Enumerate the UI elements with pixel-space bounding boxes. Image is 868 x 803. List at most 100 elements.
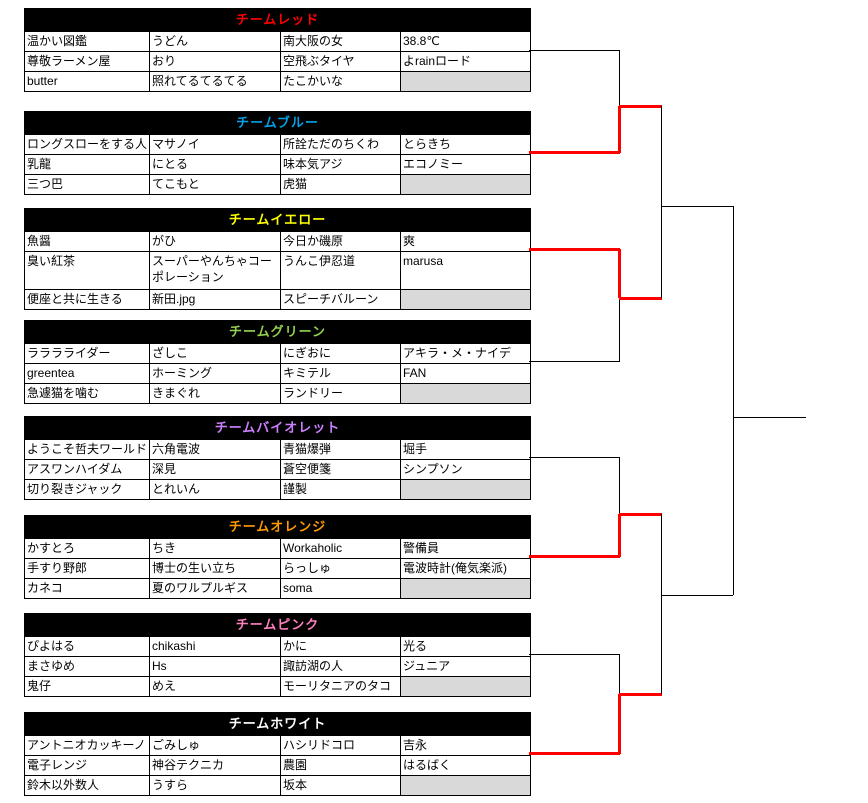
member-cell: 堀手 [403, 442, 428, 456]
team-table-violet: チームバイオレット ようこそ哲夫ワールド六角電波青猫爆弾堀手アスワンハイダム深見… [24, 416, 531, 500]
match1-winner-line [619, 105, 662, 108]
member-cell: Hs [150, 657, 281, 676]
empty-cell [401, 72, 530, 91]
final-line [733, 417, 806, 418]
member-cell: まさゆめ [25, 657, 150, 676]
team-row: 切り裂きジャックとれいん謹製 [25, 479, 530, 499]
member-cell: キミテル [281, 364, 401, 383]
team-row: ロングスローをする人マサノイ所詮ただのちくわとらきち [25, 134, 530, 154]
team-table-yellow: チームイエロー 魚醤がひ今日か磯原爽臭い紅茶スーパーやんちゃコーポレーションうん… [24, 208, 531, 310]
member-cell: アキラ・メ・ナイデ [403, 346, 512, 360]
member-cell: 照れてるてるてる [150, 72, 281, 91]
team-header: チームイエロー [25, 209, 530, 231]
member-cell: らっしゅ [281, 559, 401, 578]
member-cell: 三つ巴 [25, 175, 150, 194]
match4-upper-vertical [619, 654, 620, 694]
team-title: チームオレンジ [228, 519, 327, 534]
match2-lower-vertical [619, 298, 620, 361]
member-cell: ホーミング [150, 364, 281, 383]
member-cell: 乳龍 [25, 155, 150, 174]
member-cell: 所詮ただのちくわ [281, 135, 401, 154]
match3-upper-vertical [619, 457, 620, 514]
member-cell: 電子レンジ [25, 756, 150, 775]
member-cell: ちき [150, 539, 281, 558]
member-cell: うんこ伊忍道 [281, 252, 401, 289]
member-cell: ごみしゅ [150, 736, 281, 755]
member-cell: 切り裂きジャック [25, 480, 150, 499]
member-cell: アントニオカッキーノ [25, 736, 150, 755]
member-cell: かすとろ [25, 539, 150, 558]
member-cell: ハシリドコロ [281, 736, 401, 755]
match1-lower-vertical [618, 106, 621, 153]
member-cell: 南大阪の女 [281, 32, 401, 51]
member-cell: 急遽猫を噛む [25, 384, 150, 403]
member-cell: Workaholic [281, 539, 401, 558]
member-cell: 青猫爆弾 [281, 440, 401, 459]
semifinal-bottom-line [661, 595, 733, 596]
member-cell: とらきち [403, 137, 452, 151]
member-cell: 臭い紅茶 [25, 252, 150, 289]
connector-team-violet [529, 457, 620, 458]
match2-upper-vertical [618, 249, 621, 298]
member-cell: アスワンハイダム [25, 460, 150, 479]
member-cell: ようこそ哲夫ワールド [25, 440, 150, 459]
member-cell: マサノイ [150, 135, 281, 154]
member-cell: スーパーやんちゃコーポレーション [150, 252, 281, 289]
empty-cell [401, 175, 530, 194]
member-cell: 光る [403, 639, 428, 653]
team-header: チームグリーン [25, 321, 530, 343]
semifinal-top-vertical [661, 106, 662, 298]
member-cell: 手すり野郎 [25, 559, 150, 578]
team-row: 急遽猫を噛むきまぐれランドリー [25, 383, 530, 403]
member-cell: 鈴木以外数人 [25, 776, 150, 795]
member-cell: soma [281, 579, 401, 598]
match3-winner-line [619, 513, 662, 516]
member-cell: 坂本 [281, 776, 401, 795]
team-title: チームブルー [236, 115, 319, 130]
member-cell: シンプソン [403, 462, 463, 476]
semifinal-top-line [661, 206, 733, 207]
team-members: アントニオカッキーノごみしゅハシリドコロ吉永電子レンジ神谷テクニカ農園はるばく鈴… [25, 735, 530, 795]
match4-lower-vertical [618, 694, 621, 754]
connector-team-pink [529, 654, 620, 655]
team-table-blue: チームブルー ロングスローをする人マサノイ所詮ただのちくわとらきち乳龍にとる味本… [24, 111, 531, 195]
member-cell: めえ [150, 677, 281, 696]
team-title: チームイエロー [228, 212, 327, 227]
member-cell: 六角電波 [150, 440, 281, 459]
team-row: アスワンハイダム深見蒼空便箋シンプソン [25, 459, 530, 479]
match2-winner-line [619, 297, 662, 300]
member-cell: 夏のワルプルギス [150, 579, 281, 598]
team-title: チームグリーン [229, 324, 326, 339]
member-cell: カネコ [25, 579, 150, 598]
member-cell: かに [281, 637, 401, 656]
member-cell: にぎおに [281, 344, 401, 363]
member-cell: 温かい図鑑 [25, 32, 150, 51]
member-cell: 深見 [150, 460, 281, 479]
member-cell: はるばく [403, 758, 452, 772]
team-row: 電子レンジ神谷テクニカ農園はるばく [25, 755, 530, 775]
team-title: チームレッド [235, 12, 320, 27]
member-cell: モーリタニアのタコ [281, 677, 401, 696]
member-cell: がひ [150, 232, 281, 251]
empty-cell [401, 579, 530, 598]
member-cell: うすら [150, 776, 281, 795]
member-cell: ロングスローをする人 [25, 135, 150, 154]
match1-upper-vertical [619, 50, 620, 106]
team-members: ロングスローをする人マサノイ所詮ただのちくわとらきち乳龍にとる味本気アジエコノミ… [25, 134, 530, 194]
team-row: 乳龍にとる味本気アジエコノミー [25, 154, 530, 174]
member-cell: 味本気アジ [281, 155, 401, 174]
team-row: アントニオカッキーノごみしゅハシリドコロ吉永 [25, 735, 530, 755]
empty-cell [401, 290, 530, 309]
member-cell: 新田.jpg [150, 290, 281, 309]
